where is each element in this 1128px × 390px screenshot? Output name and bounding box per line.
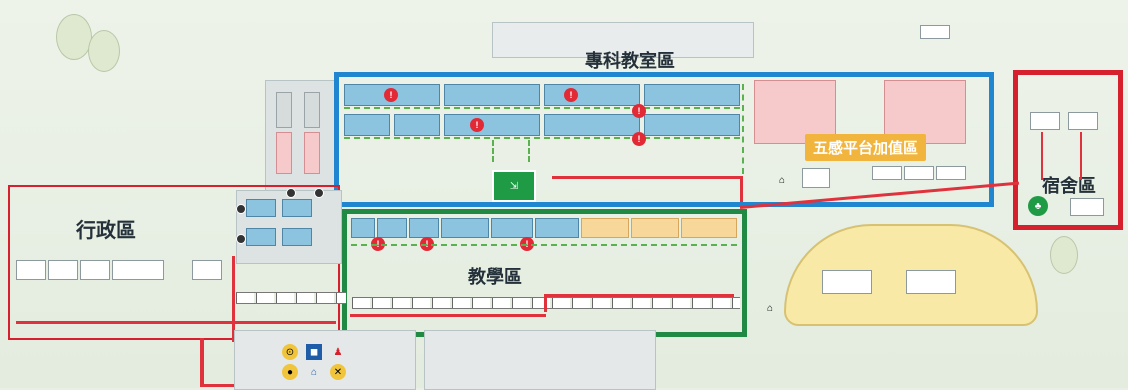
route-dashed <box>528 140 530 162</box>
room <box>802 168 830 188</box>
zone-label-specialized: 專科教室區 <box>585 51 675 71</box>
evacuation-route <box>1041 132 1043 180</box>
tree-icon <box>56 14 92 60</box>
route-dashed <box>351 244 737 246</box>
room <box>1070 198 1104 216</box>
evacuation-route <box>552 176 742 179</box>
exit-marker-icon: ! <box>470 118 484 132</box>
tree-icon <box>1050 236 1078 274</box>
room <box>246 228 276 246</box>
tool-icon: ✕ <box>330 364 346 380</box>
room <box>444 114 540 136</box>
lower-building <box>234 330 416 390</box>
banner-five-senses: 五感平台加值區 <box>805 134 927 161</box>
room <box>276 92 292 128</box>
marker-dot-icon <box>236 204 246 214</box>
room <box>884 80 966 144</box>
room <box>581 218 629 238</box>
room <box>444 84 540 106</box>
fire-extinguisher-icon: ⊙ <box>282 344 298 360</box>
room <box>276 132 292 174</box>
room <box>1030 112 1060 130</box>
evacuation-route <box>544 294 547 312</box>
marker-dot-icon <box>286 188 296 198</box>
evacuation-route <box>200 384 234 387</box>
room <box>377 218 407 238</box>
evacuation-route <box>1080 132 1082 180</box>
route-dashed <box>344 137 740 139</box>
room <box>282 199 312 217</box>
room <box>344 114 390 136</box>
marker-dot-icon <box>314 188 324 198</box>
specialized-classroom-zone <box>334 72 994 207</box>
room <box>535 218 579 238</box>
route-dashed <box>742 84 744 174</box>
tree-icon <box>88 30 120 72</box>
room <box>351 218 375 238</box>
evacuation-route <box>544 294 734 297</box>
room <box>631 218 679 238</box>
evacuation-route <box>350 314 546 317</box>
dormitory-zone <box>1013 70 1123 230</box>
room <box>441 218 489 238</box>
room <box>246 199 276 217</box>
house-icon: ⌂ <box>778 174 786 186</box>
running-man-exit-icon: ⇲ <box>492 170 536 202</box>
route-dashed <box>344 107 740 109</box>
exit-marker-icon: ! <box>632 132 646 146</box>
zone-label-admin: 行政區 <box>76 220 136 242</box>
exit-marker-icon: ! <box>632 104 646 118</box>
top-building <box>492 22 754 58</box>
room <box>48 260 78 280</box>
house-icon: ⌂ <box>766 302 774 314</box>
room <box>822 270 872 294</box>
evacuation-route <box>740 176 743 202</box>
exit-marker-icon: ! <box>564 88 578 102</box>
room <box>906 270 956 294</box>
zone-label-dormitory: 宿舍區 <box>1042 176 1096 196</box>
room <box>544 114 640 136</box>
room <box>544 84 640 106</box>
evacuation-route <box>200 338 204 386</box>
tree-badge-icon: ♣ <box>1028 196 1048 216</box>
room <box>644 114 740 136</box>
exit-marker-icon: ! <box>384 88 398 102</box>
room <box>304 92 320 128</box>
room <box>282 228 312 246</box>
room <box>192 260 222 280</box>
room <box>304 132 320 174</box>
evacuation-route <box>16 321 336 324</box>
alarm-icon: ● <box>282 364 298 380</box>
top-room <box>920 25 950 39</box>
route-dashed <box>492 140 494 162</box>
marker-dot-icon <box>236 234 246 244</box>
room <box>80 260 110 280</box>
evacuation-route <box>232 256 235 342</box>
room <box>681 218 737 238</box>
room <box>644 84 740 106</box>
room <box>409 218 439 238</box>
room <box>491 218 533 238</box>
room <box>936 166 966 180</box>
room <box>16 260 46 280</box>
person-icon: ♟ <box>333 346 343 358</box>
room <box>394 114 440 136</box>
zone-label-teaching: 教學區 <box>468 267 522 287</box>
home-icon: ⌂ <box>310 366 318 378</box>
room <box>904 166 934 180</box>
room <box>112 260 164 280</box>
aed-icon: ◼ <box>306 344 322 360</box>
lower-building <box>424 330 656 390</box>
room <box>754 80 836 144</box>
room <box>872 166 902 180</box>
room <box>1068 112 1098 130</box>
fence <box>236 292 346 304</box>
